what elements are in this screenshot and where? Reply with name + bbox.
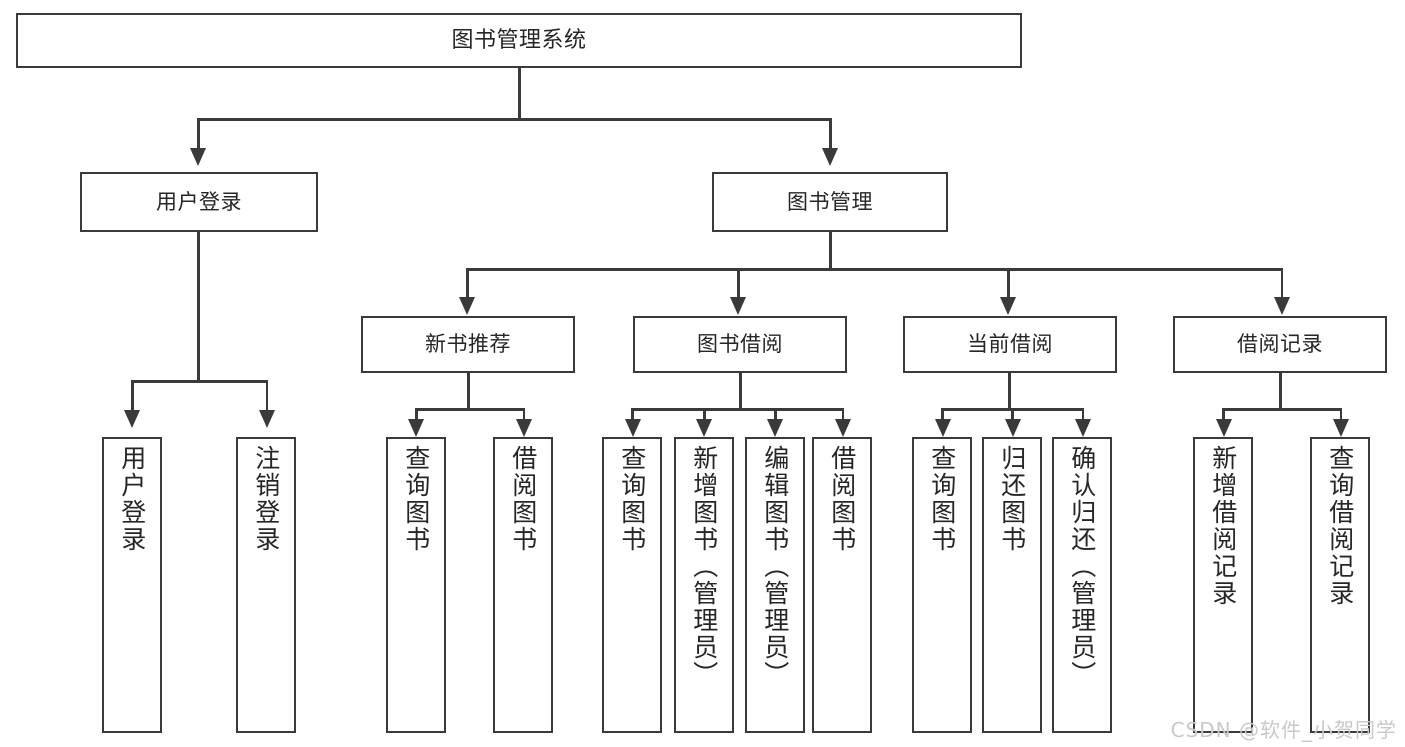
connector-book-manage-drop-2 [737,268,740,300]
arrowhead-level2-3 [1000,297,1016,315]
connector-new-book-stem [467,373,470,410]
node-book-manage[interactable]: 图书管理 [712,172,948,232]
node-user-login[interactable]: 用户登录 [80,172,318,232]
node-label: 查询图书 [927,445,957,553]
connector-root-to-user-login [197,118,200,151]
arrowhead-leaf-borrow-record-1 [1216,419,1232,437]
node-label: 借阅图书 [827,445,857,553]
arrowhead-leaf-user-login-1 [124,410,140,428]
arrowhead-level2-1 [459,297,475,315]
node-label: 查询图书 [617,445,647,553]
node-label: 查询图书 [401,445,431,553]
leaf-user-login-logout[interactable]: 注销登录 [236,437,296,733]
node-label: 编辑图书（管理员） [760,445,790,688]
node-label: 当前借阅 [967,332,1053,357]
leaf-current-borrow-query[interactable]: 查询图书 [912,437,972,733]
leaf-new-book-query[interactable]: 查询图书 [386,437,446,733]
leaf-borrow-record-add[interactable]: 新增借阅记录 [1193,437,1253,733]
arrowhead-leaf-book-borrow-2 [696,419,712,437]
leaf-book-borrow-query[interactable]: 查询图书 [602,437,662,733]
node-new-book-recommend[interactable]: 新书推荐 [361,316,575,373]
connector-new-book-bus [415,408,525,411]
leaf-current-borrow-return[interactable]: 归还图书 [982,437,1042,733]
connector-book-manage-bus [466,268,1283,271]
node-label: 新增图书（管理员） [689,445,719,688]
node-current-borrow[interactable]: 当前借阅 [903,316,1117,373]
node-label: 新书推荐 [425,332,511,357]
leaf-borrow-record-query[interactable]: 查询借阅记录 [1310,437,1370,733]
node-label: 确认归还（管理员） [1067,445,1097,688]
arrowhead-book-manage [822,148,838,166]
connector-root-bus [197,118,831,121]
connector-book-borrow-stem [739,373,742,410]
node-label: 图书借阅 [697,332,783,357]
connector-root-to-book-manage [829,118,832,151]
connector-user-login-bus [131,380,268,383]
arrowhead-leaf-current-borrow-3 [1075,419,1091,437]
leaf-book-borrow-edit[interactable]: 编辑图书（管理员） [745,437,805,733]
node-label: 用户登录 [156,189,242,214]
leaf-book-borrow-add[interactable]: 新增图书（管理员） [674,437,734,733]
node-book-borrow[interactable]: 图书借阅 [633,316,847,373]
leaf-current-borrow-confirm[interactable]: 确认归还（管理员） [1052,437,1112,733]
arrowhead-leaf-book-borrow-4 [835,419,851,437]
connector-book-manage-drop-4 [1280,268,1283,300]
node-label: 新增借阅记录 [1208,445,1238,607]
connector-book-borrow-bus [631,408,844,411]
arrowhead-leaf-book-borrow-1 [625,419,641,437]
arrowhead-leaf-current-borrow-2 [1005,419,1021,437]
arrowhead-level2-4 [1274,297,1290,315]
connector-book-manage-drop-1 [466,268,469,300]
node-label: 借阅记录 [1237,332,1323,357]
connector-user-login-drop-1 [131,380,134,412]
leaf-book-borrow-borrow[interactable]: 借阅图书 [812,437,872,733]
connector-book-manage-drop-3 [1007,268,1010,300]
arrowhead-leaf-new-book-1 [408,419,424,437]
arrowhead-level2-2 [730,297,746,315]
arrowhead-leaf-current-borrow-1 [935,419,951,437]
arrowhead-leaf-user-login-2 [259,410,275,428]
connector-borrow-record-bus [1222,408,1342,411]
node-label: 查询借阅记录 [1325,445,1355,607]
node-label: 用户登录 [117,445,147,553]
node-label: 归还图书 [997,445,1027,553]
connector-current-borrow-stem [1008,373,1011,410]
arrowhead-leaf-borrow-record-2 [1333,419,1349,437]
connector-borrow-record-stem [1279,373,1282,410]
arrowhead-leaf-new-book-2 [516,419,532,437]
node-label: 借阅图书 [508,445,538,553]
leaf-user-login-login[interactable]: 用户登录 [102,437,162,733]
node-label: 注销登录 [251,445,281,553]
leaf-new-book-borrow[interactable]: 借阅图书 [493,437,553,733]
connector-book-manage-stem [829,232,832,270]
watermark-text: CSDN @软件_小贺同学 [1170,718,1397,742]
connector-user-login-stem [197,232,200,382]
node-label: 图书管理 [787,189,873,214]
node-root-system[interactable]: 图书管理系统 [16,13,1022,68]
connector-user-login-drop-2 [265,380,268,412]
connector-root-stem [518,68,521,119]
node-borrow-record[interactable]: 借阅记录 [1173,316,1387,373]
arrowhead-user-login [190,148,206,166]
node-label: 图书管理系统 [451,27,587,53]
arrowhead-leaf-book-borrow-3 [767,419,783,437]
